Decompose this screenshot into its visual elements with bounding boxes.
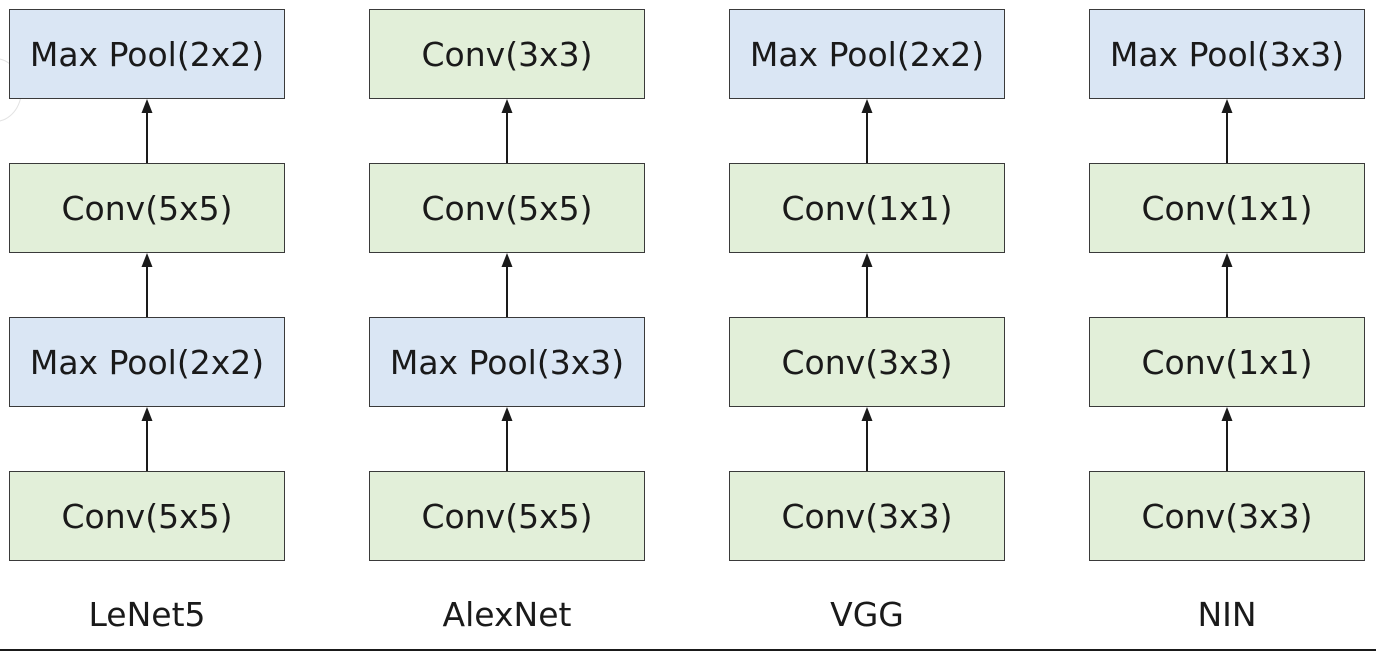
layer-block-conv: Conv(3x3) bbox=[369, 9, 645, 99]
up-arrow-icon bbox=[1219, 253, 1235, 317]
up-arrow-icon bbox=[499, 407, 515, 471]
layer-block-conv: Conv(5x5) bbox=[9, 163, 285, 253]
up-arrow-icon bbox=[499, 253, 515, 317]
network-name-label: VGG bbox=[830, 595, 904, 634]
layer-block-conv: Conv(3x3) bbox=[1089, 471, 1365, 561]
layer-block-conv: Conv(5x5) bbox=[9, 471, 285, 561]
up-arrow-icon bbox=[1219, 99, 1235, 163]
layer-block-max-pool: Max Pool(3x3) bbox=[369, 317, 645, 407]
up-arrow-icon bbox=[859, 99, 875, 163]
layer-block-conv: Conv(5x5) bbox=[369, 163, 645, 253]
layer-block-max-pool: Max Pool(2x2) bbox=[729, 9, 1005, 99]
up-arrow-icon bbox=[859, 407, 875, 471]
layer-block-max-pool: Max Pool(2x2) bbox=[9, 317, 285, 407]
network-column-lenet5: Max Pool(2x2) Conv(5x5) Max Pool(2x2) Co… bbox=[9, 0, 299, 653]
layer-block-conv: Conv(1x1) bbox=[729, 163, 1005, 253]
network-column-alexnet: Conv(3x3) Conv(5x5) Max Pool(3x3) Conv(5… bbox=[369, 0, 659, 653]
network-column-nin: Max Pool(3x3) Conv(1x1) Conv(1x1) Conv(3… bbox=[1089, 0, 1376, 653]
up-arrow-icon bbox=[859, 253, 875, 317]
network-column-vgg: Max Pool(2x2) Conv(1x1) Conv(3x3) Conv(3… bbox=[729, 0, 1019, 653]
layer-block-max-pool: Max Pool(3x3) bbox=[1089, 9, 1365, 99]
up-arrow-icon bbox=[139, 407, 155, 471]
up-arrow-icon bbox=[1219, 407, 1235, 471]
layer-block-conv: Conv(1x1) bbox=[1089, 317, 1365, 407]
up-arrow-icon bbox=[139, 99, 155, 163]
network-name-label: AlexNet bbox=[442, 595, 572, 634]
bottom-divider bbox=[0, 649, 1376, 651]
network-name-label: NIN bbox=[1197, 595, 1257, 634]
layer-block-conv: Conv(5x5) bbox=[369, 471, 645, 561]
layer-block-conv: Conv(3x3) bbox=[729, 471, 1005, 561]
layer-block-conv: Conv(3x3) bbox=[729, 317, 1005, 407]
network-name-label: LeNet5 bbox=[88, 595, 206, 634]
up-arrow-icon bbox=[139, 253, 155, 317]
up-arrow-icon bbox=[499, 99, 515, 163]
layer-block-conv: Conv(1x1) bbox=[1089, 163, 1365, 253]
layer-block-max-pool: Max Pool(2x2) bbox=[9, 9, 285, 99]
